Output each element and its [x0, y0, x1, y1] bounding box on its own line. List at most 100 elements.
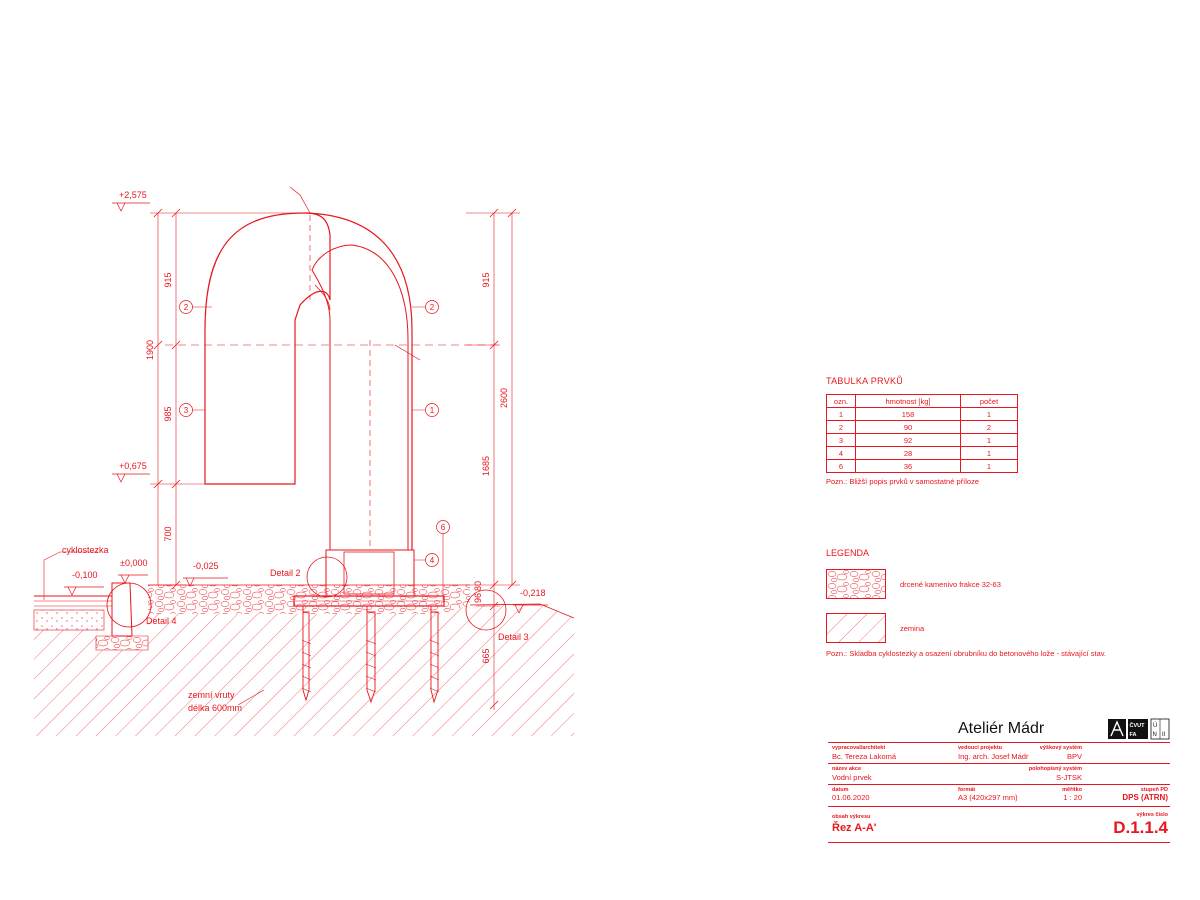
col-ozn: ozn. [826, 394, 856, 408]
dim-right-96: 96 [473, 593, 483, 603]
drawing-number: D.1.1.4 [1113, 818, 1168, 837]
architect-label: vypracoval/architekt [832, 745, 886, 751]
label-screws-2: délka 600mm [188, 703, 242, 713]
level-mid: +0,675 [119, 461, 147, 471]
dim-right-2600: 2600 [499, 388, 509, 408]
stage-value: DPS (ATRN) [1122, 793, 1168, 802]
gravel-layer [148, 584, 470, 614]
table-row: 1 158 1 [826, 407, 1018, 421]
marker-4: 4 [430, 556, 435, 565]
elements-table-title: TABULKA PRVKŮ [826, 376, 904, 386]
legend-item-gravel: drcené kamenivo frakce 32-63 [826, 569, 1146, 599]
level-minus218: -0,218 [520, 588, 546, 598]
table-row: 3 92 1 [826, 433, 1018, 447]
table-header-row: ozn. hmotnost [kg] počet [826, 394, 1018, 408]
marker-2-right: 2 [430, 303, 435, 312]
label-detail2: Detail 2 [270, 568, 301, 578]
soil-swatch [826, 613, 886, 643]
cell-ozn: 2 [826, 420, 856, 434]
cycle-path [33, 582, 149, 651]
number-label: výkres číslo [1136, 812, 1169, 818]
dim-right-665: 665 [481, 648, 491, 663]
architect-value: Bc. Tereza Lakomá [832, 752, 897, 761]
dim-left-985: 985 [163, 406, 173, 421]
cell-pocet: 1 [960, 459, 1018, 473]
dim-right-80: 80 [473, 581, 483, 591]
legend-title: LEGENDA [826, 548, 870, 558]
level-minus100: -0,100 [72, 570, 98, 580]
date-value: 01.06.2020 [832, 793, 870, 802]
elements-grid: ozn. hmotnost [kg] počet 1 158 1 2 90 2 … [826, 394, 1018, 473]
dimension-labels: 915 1900 985 700 915 2600 1685 96 80 665 [145, 272, 509, 663]
legend: LEGENDA drcené kamenivo frakce 32-63 zem… [826, 548, 1146, 658]
scale-value: 1 : 20 [1063, 793, 1082, 802]
cell-pocet: 1 [960, 407, 1018, 421]
cvut-fa-logo: ČVUT FA Ú N II [1108, 718, 1170, 740]
soil-layer [34, 603, 575, 736]
cell-pocet: 1 [960, 446, 1018, 460]
dim-right-1685: 1685 [481, 456, 491, 476]
cell-ozn: 6 [826, 459, 856, 473]
studio-name: Ateliér Mádr [958, 720, 1045, 737]
legend-item-soil: zemina [826, 613, 1146, 643]
gravel-swatch [826, 569, 886, 599]
marker-1: 1 [430, 406, 435, 415]
cell-hmotnost: 36 [855, 459, 961, 473]
detail-circles [106, 556, 507, 631]
label-screws-1: zemní vruty [188, 690, 235, 700]
tb-divider [828, 784, 1170, 785]
logo-u: Ú [1153, 722, 1157, 729]
tb-divider [828, 806, 1170, 807]
table-row: 4 28 1 [826, 446, 1018, 460]
position-system-label: polohopisný systém [1028, 766, 1082, 772]
content-value: Řez A-A' [832, 822, 877, 834]
label-detail3: Detail 3 [498, 632, 529, 642]
logo-cvut: ČVUT [1130, 722, 1146, 729]
label-cyklostezka: cyklostezka [62, 545, 109, 555]
level-top: +2,575 [119, 190, 147, 200]
legend-label-soil: zemina [900, 623, 925, 633]
lead-value: Ing. arch. Josef Mádr [958, 752, 1029, 761]
height-system-label: výškový systém [1039, 745, 1082, 751]
dim-left-700: 700 [163, 526, 173, 541]
cell-hmotnost: 158 [855, 407, 961, 421]
elements-table: TABULKA PRVKŮ ozn. hmotnost [kg] počet 1… [826, 376, 1046, 486]
cell-ozn: 4 [826, 446, 856, 460]
stage-label: stupeň PD [1140, 787, 1168, 793]
logo-n: N [1153, 732, 1157, 738]
cell-hmotnost: 90 [855, 420, 961, 434]
title-block: Ateliér Mádr ČVUT FA Ú N II vypracoval/a… [828, 716, 1170, 844]
marker-2-left: 2 [184, 303, 189, 312]
dimensions-left [112, 202, 308, 590]
cell-hmotnost: 92 [855, 433, 961, 447]
tb-divider [828, 842, 1170, 843]
col-hmotnost: hmotnost [kg] [855, 394, 961, 408]
level-labels: +2,575 +0,675 ±0,000 -0,025 -0,100 -0,21… [72, 190, 546, 598]
tb-divider [828, 742, 1170, 743]
position-system-value: S-JTSK [1056, 773, 1082, 782]
dim-left-1900: 1900 [145, 340, 155, 360]
lead-label: vedoucí projektu [958, 745, 1003, 751]
level-zero: ±0,000 [120, 558, 147, 568]
ground-levels [43, 533, 548, 706]
elements-table-note: Pozn.: Bližší popis prvků v samostatné p… [826, 477, 979, 486]
format-label: formát [958, 787, 976, 793]
annotations: cyklostezka Detail 2 Detail 3 Detail 4 z… [62, 545, 529, 713]
scale-label: měřítko [1062, 787, 1082, 793]
date-label: datum [832, 787, 849, 793]
format-value: A3 (420x297 mm) [958, 793, 1018, 802]
water-element [165, 186, 500, 704]
dim-right-915: 915 [481, 272, 491, 287]
element-markers: 2 3 2 1 4 6 [179, 300, 450, 567]
dim-left-915: 915 [163, 272, 173, 287]
cell-hmotnost: 28 [855, 446, 961, 460]
col-pocet: počet [960, 394, 1018, 408]
action-label: název akce [832, 766, 862, 772]
marker-6: 6 [441, 523, 446, 532]
logo-ii: II [1162, 732, 1166, 738]
cell-pocet: 1 [960, 433, 1018, 447]
level-minus025: -0,025 [193, 561, 219, 571]
cell-ozn: 3 [826, 433, 856, 447]
content-label: obsah výkresu [832, 814, 871, 820]
action-value: Vodní prvek [832, 773, 872, 782]
